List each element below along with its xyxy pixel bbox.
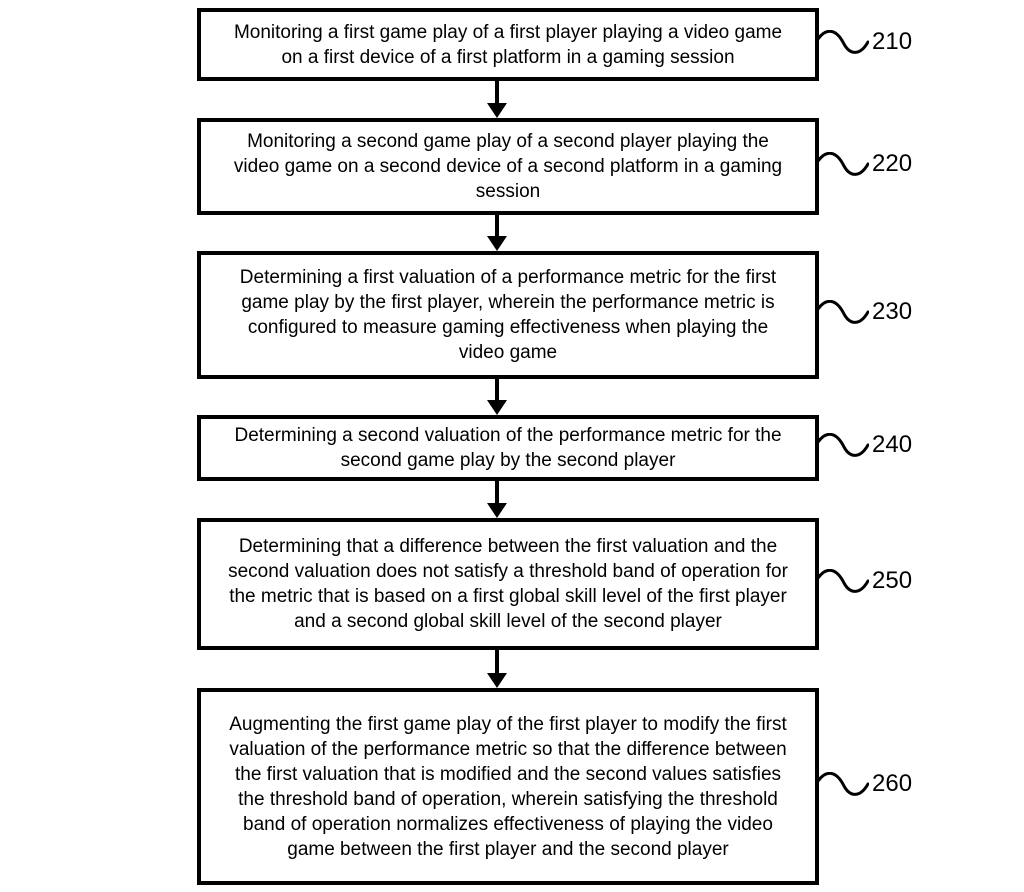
flow-step-box: Determining that a difference between th…	[197, 518, 819, 650]
arrow-stem	[495, 81, 499, 103]
flow-step-text: Determining a first valuation of a perfo…	[239, 267, 777, 363]
squiggle-connector-icon	[817, 771, 869, 796]
ref-label-250: 250	[817, 567, 912, 601]
flow-step-text: Monitoring a second game play of a secon…	[233, 131, 783, 202]
squiggle-connector-icon	[817, 151, 869, 176]
ref-number: 210	[872, 27, 913, 55]
down-arrow-icon	[487, 215, 507, 251]
flow-step-text: Determining a second valuation of the pe…	[234, 425, 782, 471]
ref-label-210: 210	[817, 28, 912, 62]
arrow-head	[487, 503, 507, 518]
down-arrow-icon	[487, 379, 507, 415]
arrow-head	[487, 400, 507, 415]
flow-step-box: Monitoring a first game play of a first …	[197, 8, 819, 81]
flow-step-text: Monitoring a first game play of a first …	[233, 21, 783, 68]
ref-number: 230	[872, 298, 913, 325]
squiggle-connector-icon	[817, 569, 869, 593]
down-arrow-icon	[487, 650, 507, 688]
flow-step-box: Augmenting the first game play of the fi…	[197, 688, 819, 885]
ref-label-260: 260	[817, 770, 912, 804]
arrow-head	[487, 236, 507, 251]
arrow-stem	[495, 650, 499, 673]
flow-step-box: Monitoring a second game play of a secon…	[197, 118, 819, 215]
flow-step-210: Monitoring a first game play of a first …	[197, 8, 912, 81]
ref-number: 240	[872, 431, 913, 458]
ref-number: 220	[872, 149, 913, 177]
flow-step-text: Augmenting the first game play of the fi…	[229, 713, 787, 860]
flow-step-240: Determining a second valuation of the pe…	[197, 415, 912, 481]
arrow-stem	[495, 379, 499, 400]
ref-label-240: 240	[817, 431, 912, 465]
squiggle-connector-icon	[817, 433, 869, 457]
flow-step-250: Determining that a difference between th…	[197, 518, 912, 650]
flow-step-box: Determining a first valuation of a perfo…	[197, 251, 819, 379]
arrow-stem	[495, 215, 499, 236]
flow-step-text: Determining that a difference between th…	[228, 536, 788, 632]
arrow-head	[487, 673, 507, 688]
flow-step-box: Determining a second valuation of the pe…	[197, 415, 819, 481]
arrow-stem	[495, 481, 499, 503]
arrow-head	[487, 103, 507, 118]
down-arrow-icon	[487, 481, 507, 518]
flow-step-260: Augmenting the first game play of the fi…	[197, 688, 912, 885]
ref-number: 250	[872, 567, 913, 594]
down-arrow-icon	[487, 81, 507, 118]
squiggle-connector-icon	[817, 300, 869, 324]
flow-step-230: Determining a first valuation of a perfo…	[197, 251, 912, 379]
squiggle-connector-icon	[817, 29, 869, 54]
flow-step-220: Monitoring a second game play of a secon…	[197, 118, 912, 215]
ref-label-220: 220	[817, 150, 912, 184]
ref-label-230: 230	[817, 298, 912, 332]
ref-number: 260	[872, 769, 913, 797]
